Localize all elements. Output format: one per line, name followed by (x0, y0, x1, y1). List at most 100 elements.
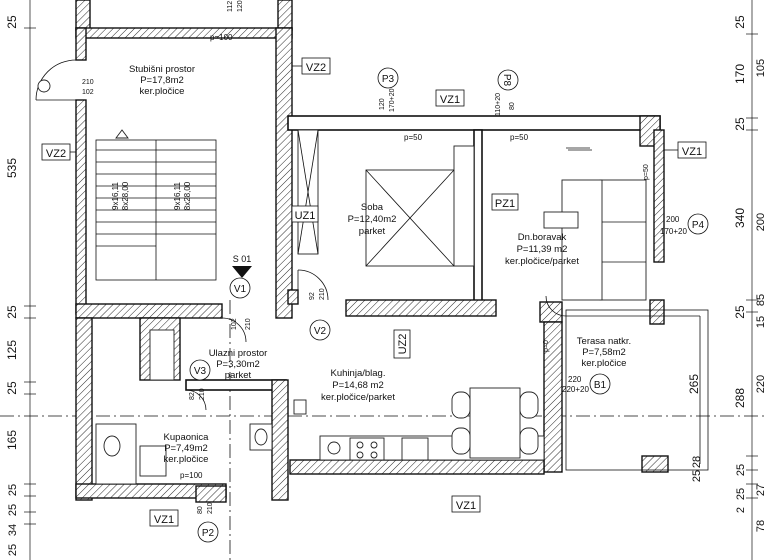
wall-tag-vz1-top: VZ1 (435, 89, 465, 107)
wall-tag-uz1: UZ1 (291, 205, 319, 223)
stair-right-label2: 8x28,00 (183, 181, 192, 210)
svg-text:P=3,30m2: P=3,30m2 (216, 359, 260, 370)
room-ulazni-label: Ulazni prostor P=3,30m2 parket (209, 348, 268, 381)
svg-text:Ulazni prostor: Ulazni prostor (209, 348, 268, 359)
doors (35, 59, 592, 411)
svg-text:80: 80 (509, 102, 516, 110)
svg-text:V2: V2 (314, 326, 327, 337)
dim-right-25c: 25 (733, 305, 747, 319)
svg-text:Soba: Soba (361, 202, 384, 213)
wall-tag-vz1-right: VZ1 (664, 141, 707, 159)
room-soba-label: Soba P=12,40m2 parket (348, 202, 397, 237)
dim-right-340: 340 (733, 208, 747, 228)
svg-text:ker.pločice: ker.pločice (582, 358, 627, 369)
svg-text:UZ2: UZ2 (397, 334, 409, 355)
svg-text:ker.pločice/parket: ker.pločice/parket (505, 256, 579, 267)
svg-text:Dn.boravak: Dn.boravak (518, 232, 567, 243)
svg-text:parket: parket (225, 370, 252, 381)
svg-text:Stubišni prostor: Stubišni prostor (129, 64, 195, 75)
dim-edge-78: 78 (755, 520, 767, 532)
svg-text:parket: parket (359, 226, 386, 237)
dim-right-265: 265 (687, 374, 701, 394)
wall-tag-vz2-top: VZ2 (292, 57, 331, 75)
right-dimension-chain: 25 170 25 340 25 265 288 25 28 25 25 2 1… (687, 0, 767, 560)
svg-text:92: 92 (309, 292, 316, 300)
opening-labels: p=100 p=50 p=50 p=100 p=50 p=0 120 170+2… (82, 0, 687, 514)
door-marker-b1: B1 (589, 373, 611, 395)
dim-left-25a: 25 (5, 15, 19, 29)
stair-right-label: 9x16,11 (173, 182, 182, 210)
dim-edge-15: 15 (755, 316, 767, 328)
svg-text:P=7,58m2: P=7,58m2 (582, 347, 626, 358)
svg-text:120: 120 (237, 0, 244, 12)
door-marker-v2: V2 (309, 319, 331, 341)
svg-text:P=17,8m2: P=17,8m2 (140, 75, 184, 86)
dim-left-25c: 25 (5, 381, 19, 395)
dim-right-25f: 25 (735, 488, 747, 500)
dim-edge-200: 200 (755, 213, 767, 231)
wall-tag-uz2: UZ2 (393, 329, 411, 359)
svg-text:82: 82 (189, 392, 196, 400)
dim-right-25b: 25 (733, 117, 747, 131)
svg-text:p=50: p=50 (643, 164, 650, 180)
svg-text:210: 210 (207, 502, 214, 514)
svg-text:UZ1: UZ1 (295, 210, 316, 222)
dim-left-535: 535 (5, 158, 19, 178)
svg-text:V1: V1 (234, 284, 247, 295)
terrace-outline (565, 309, 709, 471)
entry-arrow-icon (232, 266, 252, 278)
staircase: 9x16,11 8x28,00 9x16,11 8x28,00 (95, 129, 217, 281)
wall-tag-pz1: PZ1 (491, 193, 519, 211)
window-marker-p8: P8 (497, 69, 519, 91)
svg-text:VZ2: VZ2 (306, 62, 326, 74)
dim-edge-27: 27 (755, 484, 767, 496)
svg-text:110+20: 110+20 (495, 93, 502, 116)
dim-right-28: 28 (691, 456, 703, 468)
svg-text:Kupaonica: Kupaonica (164, 432, 210, 443)
svg-text:V3: V3 (194, 366, 207, 377)
dim-left-25f: 25 (7, 544, 19, 556)
svg-text:170+20: 170+20 (389, 88, 396, 112)
dim-left-25b: 25 (5, 305, 19, 319)
dim-right-2: 2 (735, 507, 747, 513)
svg-text:210: 210 (319, 288, 326, 300)
svg-text:B1: B1 (594, 380, 607, 391)
svg-text:170+20: 170+20 (660, 227, 687, 236)
room-terasa-label: Terasa natkr. P=7,58m2 ker.pločice (577, 336, 631, 369)
svg-text:200: 200 (666, 215, 680, 224)
svg-text:VZ1: VZ1 (456, 500, 476, 512)
dim-right-25a: 25 (733, 15, 747, 29)
wall-tag-vz1-bottom: VZ1 (451, 495, 481, 513)
axis-lines (0, 300, 768, 560)
left-dimension-chain: 25 535 25 125 25 165 25 25 34 25 (5, 0, 36, 560)
wall-tag-vz1-bottom-left: VZ1 (149, 509, 179, 527)
svg-text:ker.pločice: ker.pločice (140, 86, 185, 97)
window-marker-p2: P2 (197, 521, 219, 543)
svg-text:210: 210 (82, 79, 94, 86)
walls (75, 0, 669, 503)
svg-text:210: 210 (245, 318, 252, 330)
window-marker-p4: P4 (687, 213, 709, 235)
furniture (95, 129, 647, 485)
svg-text:p=100: p=100 (210, 33, 233, 42)
room-kuhinja-label: Kuhinja/blag. P=14,68 m2 ker.pločice/par… (321, 368, 395, 403)
svg-text:p=0: p=0 (543, 340, 550, 352)
svg-text:P=11,39 m2: P=11,39 m2 (517, 244, 568, 255)
svg-text:VZ1: VZ1 (682, 146, 702, 158)
svg-text:P8: P8 (501, 74, 512, 87)
svg-text:102: 102 (82, 89, 94, 96)
svg-text:VZ1: VZ1 (154, 514, 174, 526)
svg-text:102: 102 (231, 318, 238, 330)
room-dnevni-label: Dn.boravak P=11,39 m2 ker.pločice/parket (505, 232, 579, 267)
svg-text:VZ2: VZ2 (46, 148, 66, 160)
svg-text:210: 210 (199, 388, 206, 400)
svg-text:P3: P3 (382, 74, 395, 85)
dim-edge-85: 85 (755, 294, 767, 306)
svg-text:S 01: S 01 (233, 254, 252, 264)
dim-left-165: 165 (5, 430, 19, 450)
dim-left-25d: 25 (7, 484, 19, 496)
svg-text:p=50: p=50 (510, 133, 529, 142)
room-kupaonica-label: Kupaonica P=7,49m2 ker.pločice (164, 432, 210, 465)
svg-text:120: 120 (379, 98, 386, 110)
